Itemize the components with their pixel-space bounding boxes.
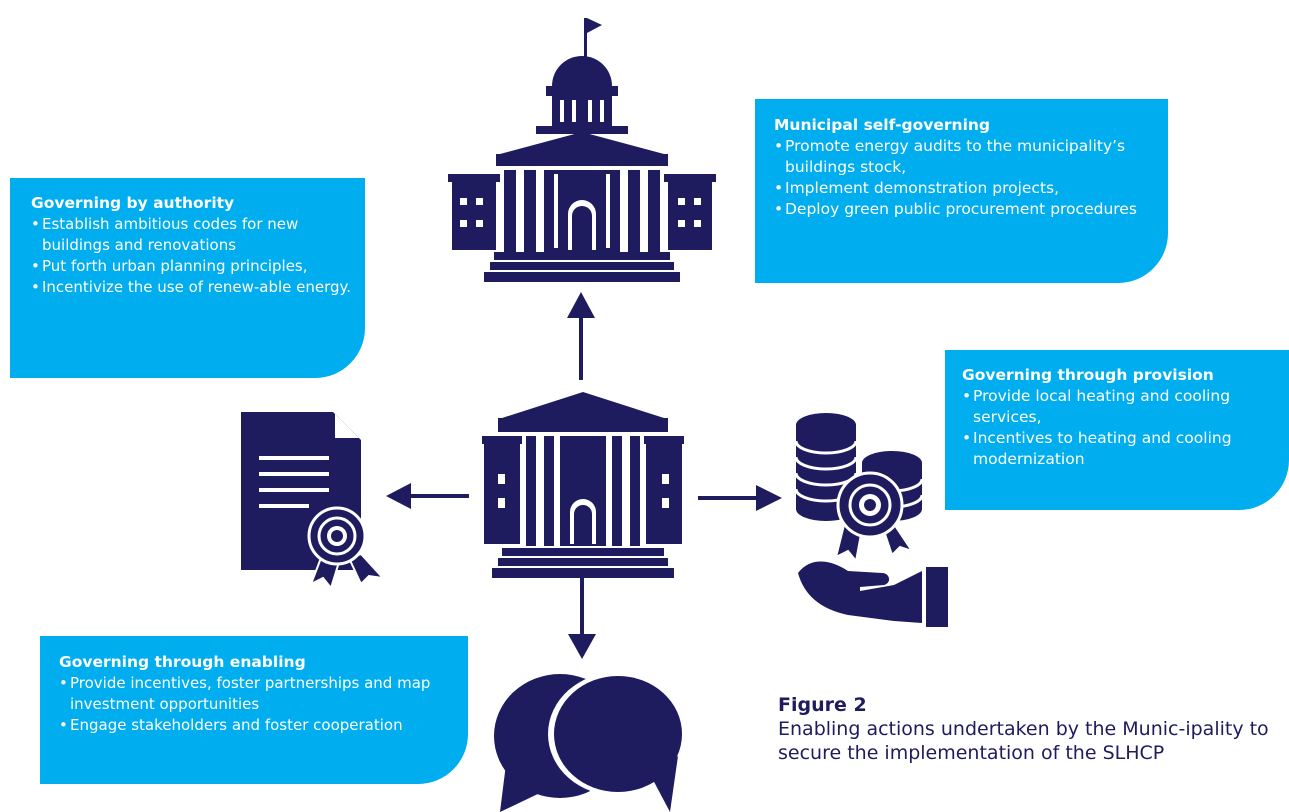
- speech-bubbles-icon: [492, 668, 688, 812]
- list-item: Establish ambitious codes for new buildi…: [31, 214, 355, 256]
- arrow-left: [386, 483, 469, 509]
- list-item: Engage stakeholders and foster cooperati…: [59, 715, 458, 736]
- governing-by-authority-box: Governing by authority Establish ambitio…: [10, 178, 365, 378]
- list-item: Deploy green public procurement procedur…: [774, 199, 1158, 220]
- bullet-list: Provide local heating and cooling servic…: [962, 386, 1281, 470]
- municipal-building-icon: [482, 388, 684, 584]
- municipal-self-governing-box: Municipal self-governing Promote energy …: [755, 99, 1168, 283]
- list-item: Promote energy audits to the municipalit…: [774, 136, 1158, 178]
- box-title: Governing through provision: [962, 366, 1214, 384]
- arrow-right: [698, 485, 782, 511]
- coins-hand-icon: [790, 405, 950, 627]
- governing-through-enabling-box: Governing through enabling Provide incen…: [40, 636, 468, 784]
- box-title: Municipal self-governing: [774, 116, 991, 134]
- figure-description: Enabling actions undertaken by the Munic…: [778, 718, 1269, 764]
- bullet-list: Provide incentives, foster partnerships …: [59, 673, 458, 736]
- bullet-list: Promote energy audits to the municipalit…: [774, 136, 1158, 220]
- list-item: Put forth urban planning principles,: [31, 256, 355, 277]
- figure-caption: Figure 2 Enabling actions undertaken by …: [778, 693, 1278, 765]
- governing-through-provision-box: Governing through provision Provide loca…: [945, 350, 1289, 510]
- list-item: Incentives to heating and cooling modern…: [962, 428, 1281, 470]
- bullet-list: Establish ambitious codes for new buildi…: [31, 214, 355, 298]
- list-item: Implement demonstration projects,: [774, 178, 1158, 199]
- certificate-document-icon: [237, 408, 387, 588]
- capitol-building-icon: [448, 14, 716, 294]
- box-title: Governing through enabling: [59, 653, 306, 671]
- arrow-down: [568, 574, 596, 659]
- list-item: Provide local heating and cooling servic…: [962, 386, 1281, 428]
- list-item: Incentivize the use of renew-able energy…: [31, 277, 355, 298]
- box-title: Governing by authority: [31, 194, 235, 212]
- list-item: Provide incentives, foster partnerships …: [59, 673, 458, 715]
- figure-label: Figure 2: [778, 694, 867, 716]
- arrow-up: [567, 292, 595, 380]
